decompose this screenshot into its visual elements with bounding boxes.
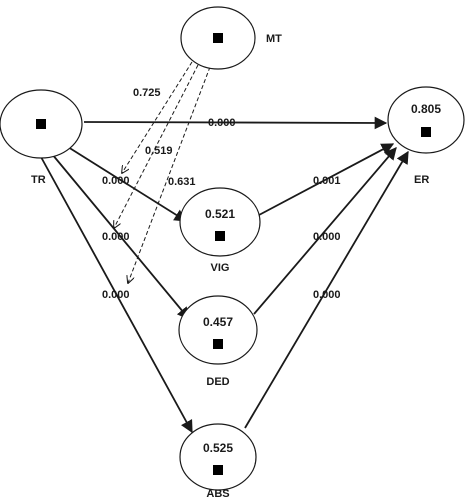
- coef-abs-er: 0.000: [313, 289, 341, 301]
- node-vig-name: VIG: [211, 262, 230, 274]
- grid-box-icon: [36, 119, 46, 129]
- coef-ded-er: 0.000: [313, 231, 341, 243]
- path-tr-ded: [51, 153, 190, 320]
- coef-mt-ded: 0.519: [145, 145, 173, 157]
- node-ded: 0.457 DED: [178, 295, 258, 388]
- node-mt: MT: [180, 6, 282, 70]
- coef-tr-ded: 0.000: [102, 231, 130, 243]
- path-ded-er: [253, 147, 397, 315]
- node-abs-r2: 0.525: [203, 441, 233, 455]
- grid-box-icon: [421, 127, 431, 137]
- node-mt-name: MT: [266, 33, 282, 45]
- node-abs: 0.525 ABS: [179, 423, 257, 500]
- node-ded-r2: 0.457: [203, 315, 233, 329]
- coef-vig-er: 0.001: [313, 175, 341, 187]
- grid-box-icon: [213, 339, 223, 349]
- coef-mt-abs: 0.631: [168, 176, 196, 188]
- coef-tr-abs: 0.000: [102, 289, 130, 301]
- path-vig-er: [258, 143, 395, 216]
- coef-tr-vig: 0.000: [102, 175, 130, 187]
- node-ded-name: DED: [206, 376, 229, 388]
- path-tr-abs: [40, 156, 193, 434]
- moderation-mt-vig: [122, 61, 193, 173]
- node-abs-name: ABS: [206, 488, 229, 500]
- node-er-r2: 0.805: [411, 102, 441, 116]
- path-abs-er: [244, 150, 409, 429]
- moderation-mt-ded: [114, 64, 199, 228]
- node-tr: TR: [0, 89, 83, 186]
- coef-tr-er: 0.000: [208, 117, 236, 129]
- node-er-name: ER: [414, 174, 429, 186]
- grid-box-icon: [213, 465, 223, 475]
- grid-box-icon: [213, 33, 223, 43]
- coef-mt-vig: 0.725: [133, 87, 161, 99]
- path-tr-vig: [67, 146, 188, 222]
- path-tr-er: [83, 116, 388, 130]
- node-vig-r2: 0.521: [205, 207, 235, 221]
- node-vig: 0.521 VIG: [179, 187, 261, 274]
- node-tr-name: TR: [31, 174, 46, 186]
- grid-box-icon: [215, 231, 225, 241]
- node-er: 0.805 ER: [387, 86, 465, 186]
